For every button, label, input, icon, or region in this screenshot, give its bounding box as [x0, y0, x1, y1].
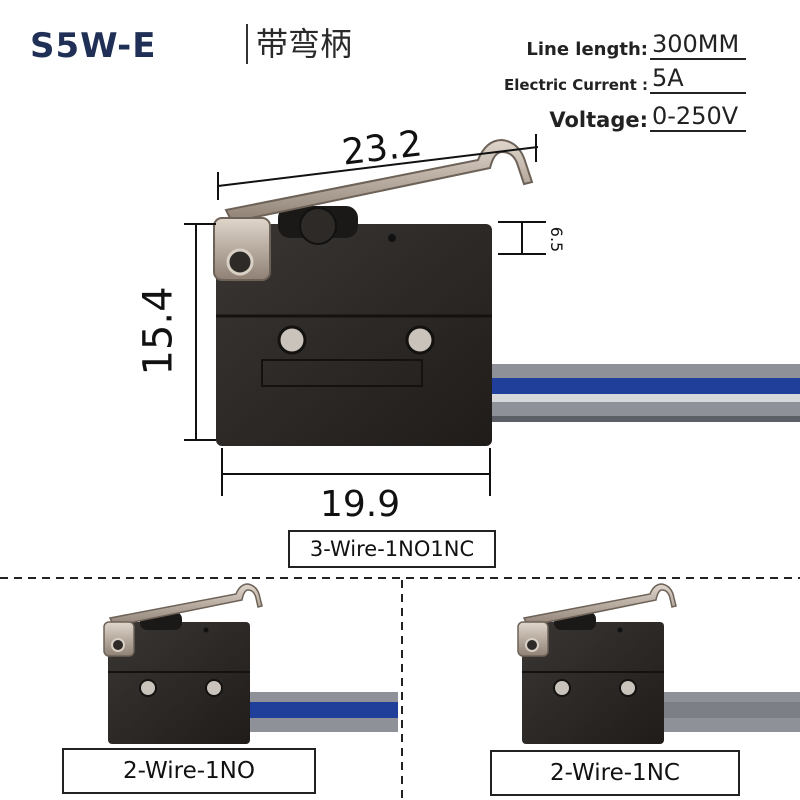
switch-body: [216, 224, 492, 446]
model-title: S5W-E: [30, 26, 157, 66]
dim-height: 15.4: [135, 286, 182, 376]
spec-current: Electric Current : 5A: [504, 64, 746, 94]
section-dividers: [0, 577, 800, 800]
mount-hole: [405, 325, 435, 355]
switch-variant-right: [517, 583, 800, 744]
spec-label: Line length:: [526, 39, 648, 60]
spec-value: 300MM: [650, 30, 746, 60]
spec-value: 0-250V: [650, 102, 746, 132]
switch-variant-left: [103, 583, 398, 744]
mount-hole: [277, 325, 307, 355]
dim-width: 19.9: [320, 484, 401, 525]
dimension-lines: [184, 134, 546, 496]
spec-label: Electric Current :: [503, 76, 648, 94]
spec-value: 5A: [650, 64, 746, 94]
spec-line-length: Line length: 300MM: [526, 30, 746, 60]
spec-label: Voltage:: [549, 108, 648, 132]
main-switch: [184, 134, 800, 496]
caption-right-text: 2-Wire-1NC: [550, 760, 680, 786]
wire-bundle: [488, 364, 800, 422]
caption-left-text: 2-Wire-1NO: [123, 758, 255, 784]
subtitle: 带弯柄: [246, 24, 352, 64]
dim-lever-offset: 6.5: [547, 226, 567, 253]
caption-left: 2-Wire-1NO: [62, 748, 316, 794]
spec-voltage: Voltage: 0-250V: [549, 102, 746, 132]
caption-main: 3-Wire-1NO1NC: [288, 530, 496, 568]
lever: [213, 138, 534, 281]
caption-main-text: 3-Wire-1NO1NC: [309, 537, 475, 561]
caption-right: 2-Wire-1NC: [490, 750, 740, 796]
